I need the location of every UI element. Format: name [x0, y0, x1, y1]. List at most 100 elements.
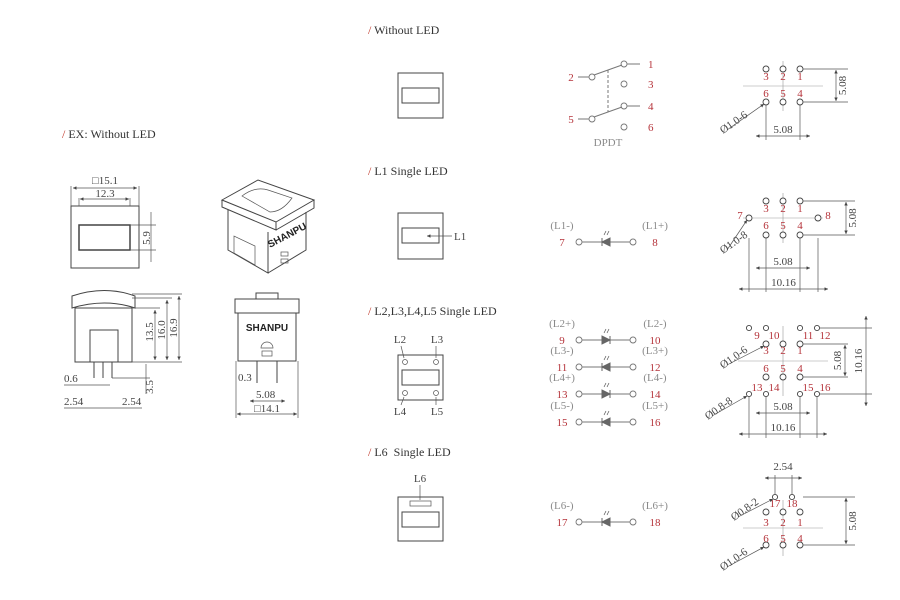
pin-hole	[796, 231, 804, 239]
led-schematics: (L1-)7(L1+)8(L2+)9(L2-)10(L3-)11(L3+)12(…	[549, 220, 668, 529]
schematic-pin-6: 6	[648, 122, 654, 134]
schematic-pin-2: 2	[568, 72, 574, 84]
pin-hole	[796, 324, 804, 332]
led-label-l6: L6	[414, 473, 427, 485]
led-left-pin: 13	[557, 389, 569, 401]
pin-hole	[779, 508, 787, 516]
led-label-l3: L3	[431, 334, 444, 346]
pin-label: 16	[820, 382, 832, 394]
pin-label: 4	[797, 363, 803, 375]
led-right-pin: 18	[650, 517, 662, 529]
pin-hole	[779, 373, 787, 381]
hole-spec: Ø1.0-6	[718, 344, 751, 372]
dim-pin-spacing: 5.08	[256, 389, 276, 401]
pin-label: 1	[797, 203, 803, 215]
dim-pin-vertical: 5.08	[832, 350, 844, 370]
led-diode-icon	[601, 382, 612, 399]
pin-hole	[788, 493, 796, 501]
led-right-label: (L1+)	[642, 220, 668, 232]
section-title-l1: / L1 Single LED	[368, 164, 448, 178]
dim-led-horizontal: 10.16	[771, 277, 796, 289]
led-right-label: (L2-)	[643, 318, 667, 330]
schematic-pin-3: 3	[648, 79, 654, 91]
led-label-l2: L2	[394, 334, 406, 346]
led-left-pin: 15	[557, 417, 569, 429]
pin-label: 18	[787, 498, 799, 510]
dim-led-pitch: 2.54	[773, 461, 793, 473]
pin-label: 3	[763, 71, 769, 83]
dim-pin-horizontal: 5.08	[773, 401, 793, 413]
pin-hole	[762, 340, 770, 348]
pin-hole	[813, 390, 821, 398]
ex-front-view: □15.1 12.3 5.9	[70, 175, 156, 269]
pin-label: 5	[780, 88, 786, 100]
led-right-label: (L6+)	[642, 500, 668, 512]
terminal-node	[629, 238, 637, 246]
pin-hole	[779, 65, 787, 73]
pin-hole	[779, 98, 787, 106]
pin-hole	[779, 541, 787, 549]
pin-hole	[762, 65, 770, 73]
front-view-l2-l5: L2 L3 L4 L5	[394, 334, 444, 418]
pin-label: 12	[820, 330, 831, 342]
dim-window-height: 5.9	[141, 231, 153, 245]
dim-pin-vertical: 5.08	[847, 511, 859, 531]
pin-label: 5	[780, 363, 786, 375]
led-row: (L2+)9(L2-)10	[549, 318, 667, 347]
hole-spec: Ø1.0-6	[718, 109, 751, 137]
pin-hole	[779, 340, 787, 348]
pin-label: 3	[763, 345, 769, 357]
led-row: (L4+)13(L4-)14	[549, 372, 667, 401]
brand-logo-iso: SHANPU	[266, 221, 308, 251]
dim-cap-height: 16.0	[156, 320, 168, 340]
pin-hole	[745, 324, 753, 332]
pin-label: 7	[737, 210, 743, 222]
pin-label: 5	[780, 220, 786, 232]
pin-label: 13	[752, 382, 764, 394]
pin-label: 6	[763, 363, 769, 375]
dim-pin-width: 0.6	[64, 373, 78, 385]
pin-hole	[745, 390, 753, 398]
pin-label: 6	[763, 88, 769, 100]
schematic-pin-4: 4	[648, 101, 654, 113]
pin-label: 6	[763, 220, 769, 232]
led-label-l4: L4	[394, 406, 407, 418]
led-label-l1: L1	[454, 231, 466, 243]
pin-label: 14	[769, 382, 781, 394]
led-right-label: (L3+)	[642, 345, 668, 357]
pin-label: 5	[780, 533, 786, 545]
dim-pitch-left: 2.54	[64, 396, 84, 408]
dpdt-schematic: 2 1 3 4 5 6 DPDT	[568, 59, 654, 149]
terminal-node	[629, 363, 637, 371]
brand-logo-rear: SHANPU	[246, 323, 288, 334]
led-left-pin: 7	[559, 237, 565, 249]
pin-hole	[762, 197, 770, 205]
pin-label: 2	[780, 71, 786, 83]
pin-hole	[779, 231, 787, 239]
led-row: (L5-)15(L5+)16	[550, 400, 668, 429]
led-left-label: (L6-)	[550, 500, 574, 512]
pin-label: 2	[780, 517, 786, 529]
terminal-node	[629, 518, 637, 526]
pin-label: 15	[803, 382, 815, 394]
dim-body-height: 13.5	[144, 322, 156, 342]
ex-title: / EX: Without LED	[62, 127, 156, 141]
terminal-node	[575, 363, 583, 371]
dim-base-square: □14.1	[254, 403, 280, 415]
pin-label: 2	[780, 345, 786, 357]
terminal-node	[575, 390, 583, 398]
pin-label: 8	[825, 210, 831, 222]
pin-hole	[745, 214, 753, 222]
pin-label: 1	[797, 345, 803, 357]
dim-pin-length: 3.5	[144, 380, 156, 394]
dim-total-height: 16.9	[168, 318, 180, 338]
pin-label: 9	[754, 330, 760, 342]
led-right-label: (L4-)	[643, 372, 667, 384]
terminal-node	[575, 418, 583, 426]
terminal-node	[629, 390, 637, 398]
led-left-label: (L2+)	[549, 318, 575, 330]
